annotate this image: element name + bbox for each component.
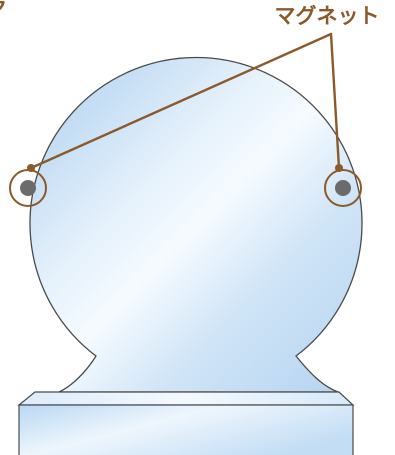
base-top-face xyxy=(19,392,353,405)
base-front-face xyxy=(19,405,353,455)
leader-dot-left xyxy=(27,164,35,172)
acrylic-board xyxy=(30,58,362,392)
top-left-cut-label: ラ xyxy=(0,0,7,17)
leader-dot-right xyxy=(335,164,343,172)
magnet-label: マグネット xyxy=(275,4,380,28)
